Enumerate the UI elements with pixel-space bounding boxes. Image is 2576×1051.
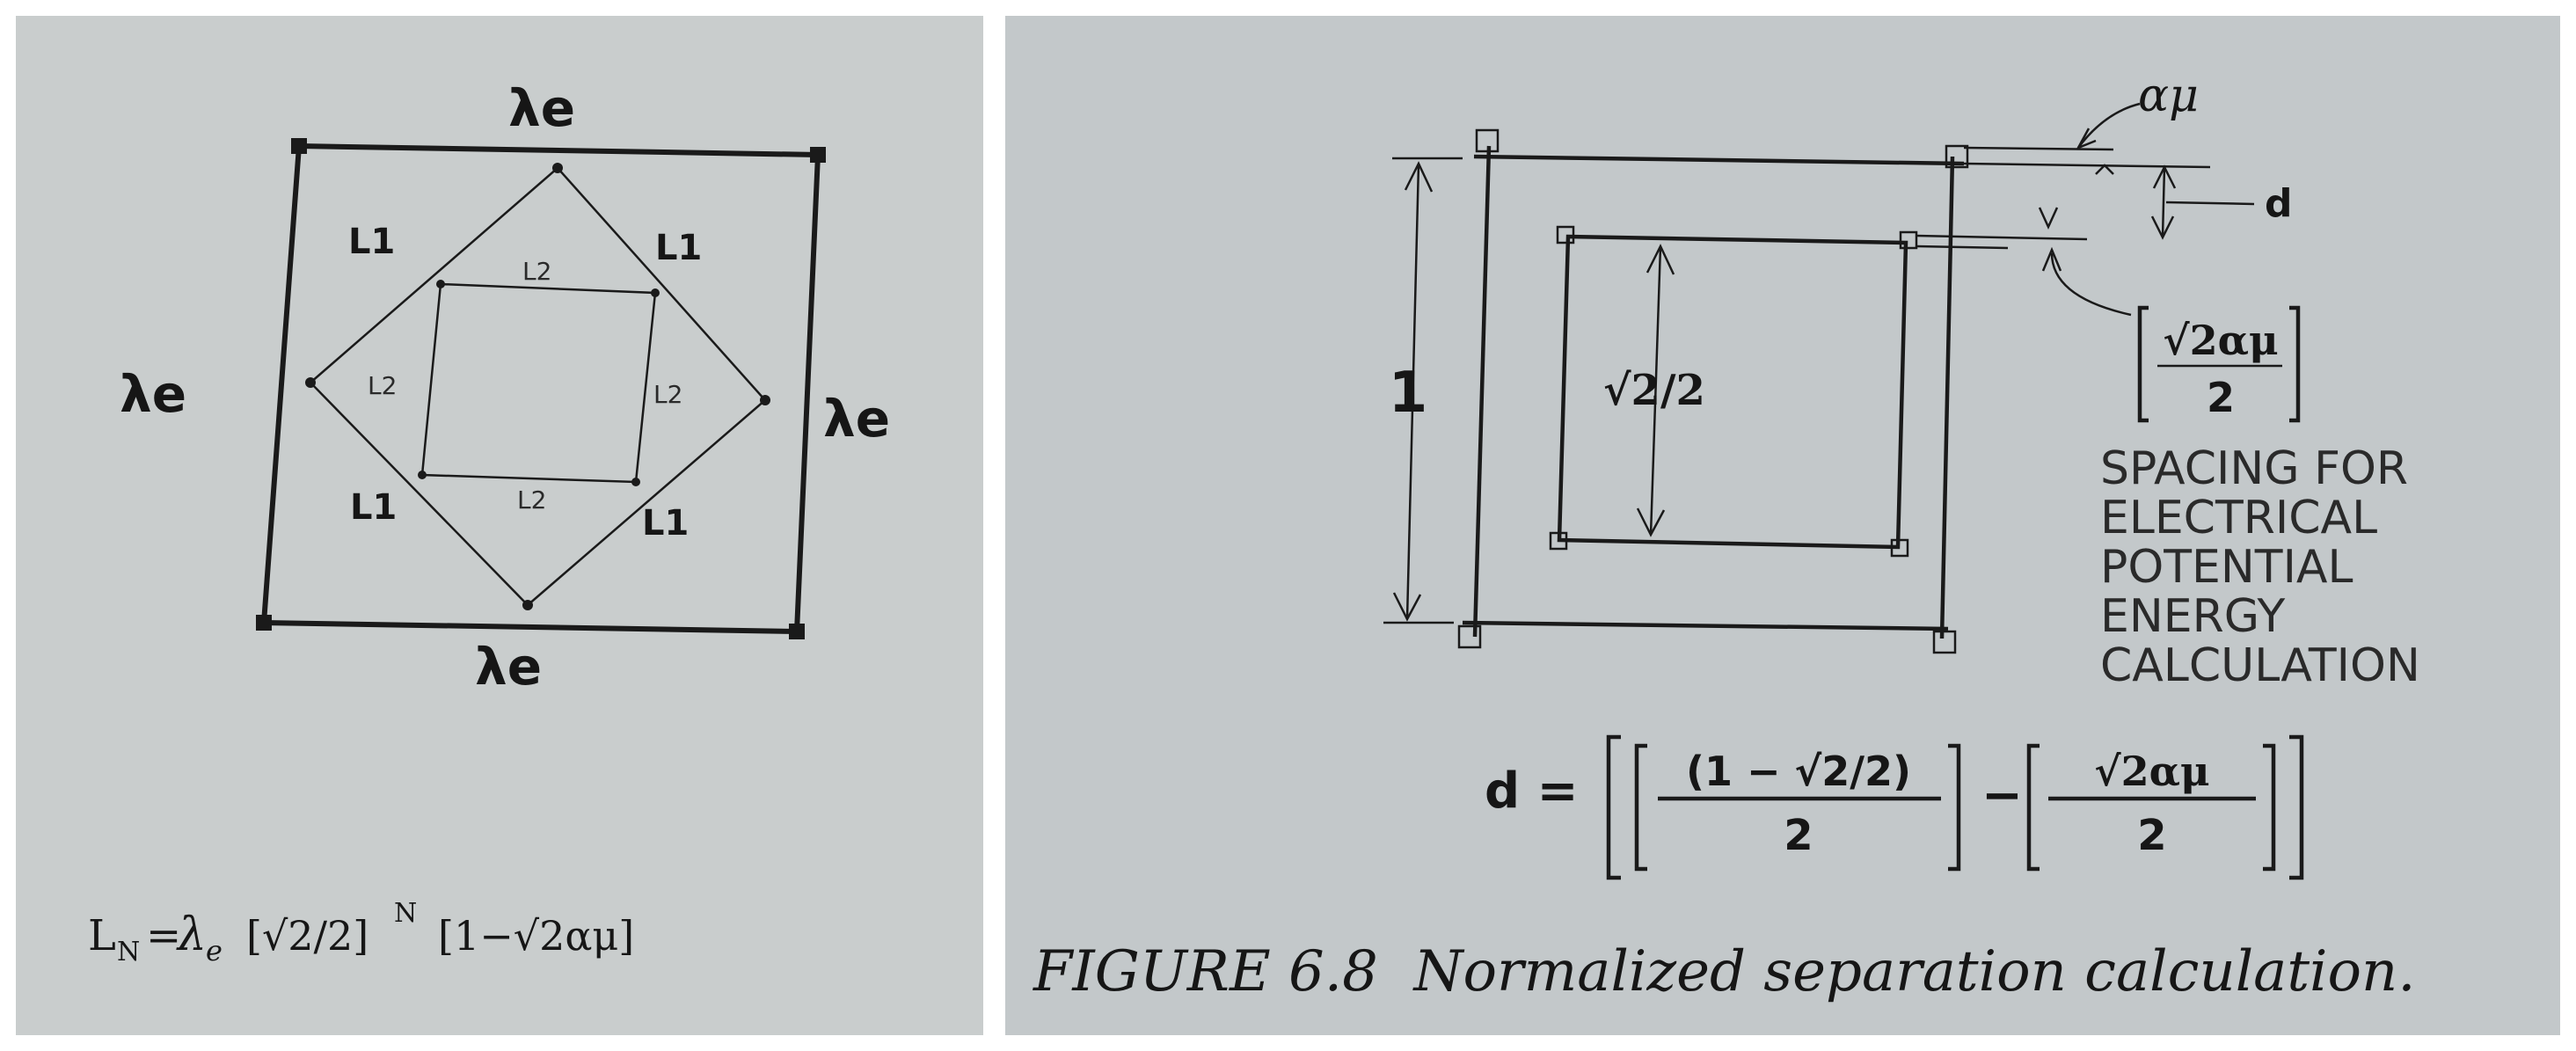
inner-label-left: L2 [368,371,397,400]
inner-label-top: L2 [522,257,551,286]
arrow-head [2041,246,2062,272]
dimension-line-inner [1649,245,1662,536]
outer-right-edge [1939,156,1955,639]
svg-text:√2αμ: √2αμ [2163,317,2278,364]
diamond-label-tl: L1 [348,222,395,262]
outer-corner-box [1457,624,1482,649]
inner-corner-box [1556,225,1575,245]
svg-text:ENERGY: ENERGY [2100,590,2285,643]
left-diagram-panel: λe λe λe λe L1 L1 L1 L1 L2 L2 L2 L2 L N … [16,16,983,1035]
outer-corner-box [1475,128,1500,153]
edge-label-right: λe [823,389,890,449]
arrow-head [1646,244,1675,275]
inner-corner-box [1549,531,1568,551]
spacing-bracket-fraction: √2αμ 2 [2137,305,2301,423]
diamond-label-bl: L1 [350,487,397,528]
outer-corner-box [1945,144,1969,169]
edge-label-top: λe [508,78,575,138]
inner-label-right: L2 [653,380,682,409]
lattice-diagram: λe λe λe λe L1 L1 L1 L1 L2 L2 L2 L2 L N … [88,78,890,967]
arrow-head [1404,161,1434,193]
vertex-dot [760,395,770,405]
dimension-label-one: 1 [1389,361,1428,426]
arrow-head [2150,215,2175,240]
corner-marker [789,624,805,639]
svg-text:e: e [206,934,223,967]
outer-bottom-edge [1462,620,1949,631]
dimension-label-inner: √2/2 [1603,366,1705,415]
d-leader [2165,201,2255,206]
d-dimension-line [2161,166,2166,238]
svg-text:(1 − √2/2): (1 − √2/2) [1686,748,1911,795]
arrow-head [2152,164,2177,189]
svg-text:POTENTIAL: POTENTIAL [2100,541,2353,594]
inner-corner-box [1899,230,1918,250]
inner-square [1557,234,1908,550]
svg-text:d =: d = [1485,763,1579,820]
outer-corner-box [1932,630,1957,654]
inner-label-bottom: L2 [517,485,546,515]
svg-text:[1−√2αμ]: [1−√2αμ] [438,912,634,960]
vertex-dot [305,377,316,388]
corner-marker [291,138,307,154]
svg-text:2: 2 [2137,811,2166,860]
vertex-dot [631,478,640,486]
alpha-mu-label: αμ [2138,69,2199,122]
arrow-head [2076,128,2097,150]
extension-line [1916,234,2088,241]
d-label: d [2265,181,2293,226]
separation-equation: d = (1 − √2/2) 2 − √2αμ 2 [1485,734,2304,880]
corner-marker [810,147,826,163]
outer-square [260,142,821,635]
diamond-label-br: L1 [642,503,689,544]
svg-text:−: − [1981,767,2023,824]
inner-corner-box [1890,538,1909,558]
svg-text:[√2/2]: [√2/2] [246,912,369,960]
lattice-formula: L N = λ e [√2/2] N [1−√2αμ] [88,898,634,967]
edge-label-left: λe [120,364,186,424]
svg-text:=: = [146,911,181,960]
extension-line [1916,245,2009,250]
arrow-head [2095,164,2114,175]
dimension-line-one [1405,163,1420,620]
svg-text:L: L [88,911,116,960]
diamond-label-tr: L1 [655,228,702,268]
edge-label-bottom: λe [475,637,542,697]
alpha-leader [2077,102,2141,149]
outer-top-edge [1473,154,1965,166]
svg-text:√2αμ: √2αμ [2094,748,2209,795]
svg-text:N: N [394,898,417,929]
figure-caption: FIGURE 6.8 Normalized separation calcula… [1033,939,2416,1004]
outer-left-edge [1472,145,1492,638]
bracket-leader [2050,252,2132,317]
separation-diagram: 1 √2/2 αμ d √2αμ 2 [1033,69,2420,1004]
extension-line [1963,146,2114,151]
svg-text:ELECTRICAL: ELECTRICAL [2100,492,2377,544]
vertex-dot [522,600,533,610]
svg-text:CALCULATION: CALCULATION [2100,639,2420,692]
inner-square [420,282,657,484]
right-diagram-panel: 1 √2/2 αμ d √2αμ 2 [1005,16,2560,1035]
arrow-head [1392,592,1422,622]
vertex-dot [418,471,427,479]
corner-marker [256,615,272,631]
svg-text:2: 2 [1784,811,1813,860]
spacing-note: SPACING FOR ELECTRICAL POTENTIAL ENERGY … [2100,442,2420,692]
vertex-dot [436,280,445,288]
svg-text:λ: λ [176,909,207,961]
vertex-dot [651,288,660,297]
svg-text:2: 2 [2207,374,2235,421]
svg-text:N: N [117,937,140,967]
arrow-head [2038,207,2059,230]
svg-text:SPACING FOR: SPACING FOR [2100,442,2408,495]
extension-line [1963,162,2211,169]
vertex-dot [552,163,563,173]
arrow-head [1636,507,1666,537]
